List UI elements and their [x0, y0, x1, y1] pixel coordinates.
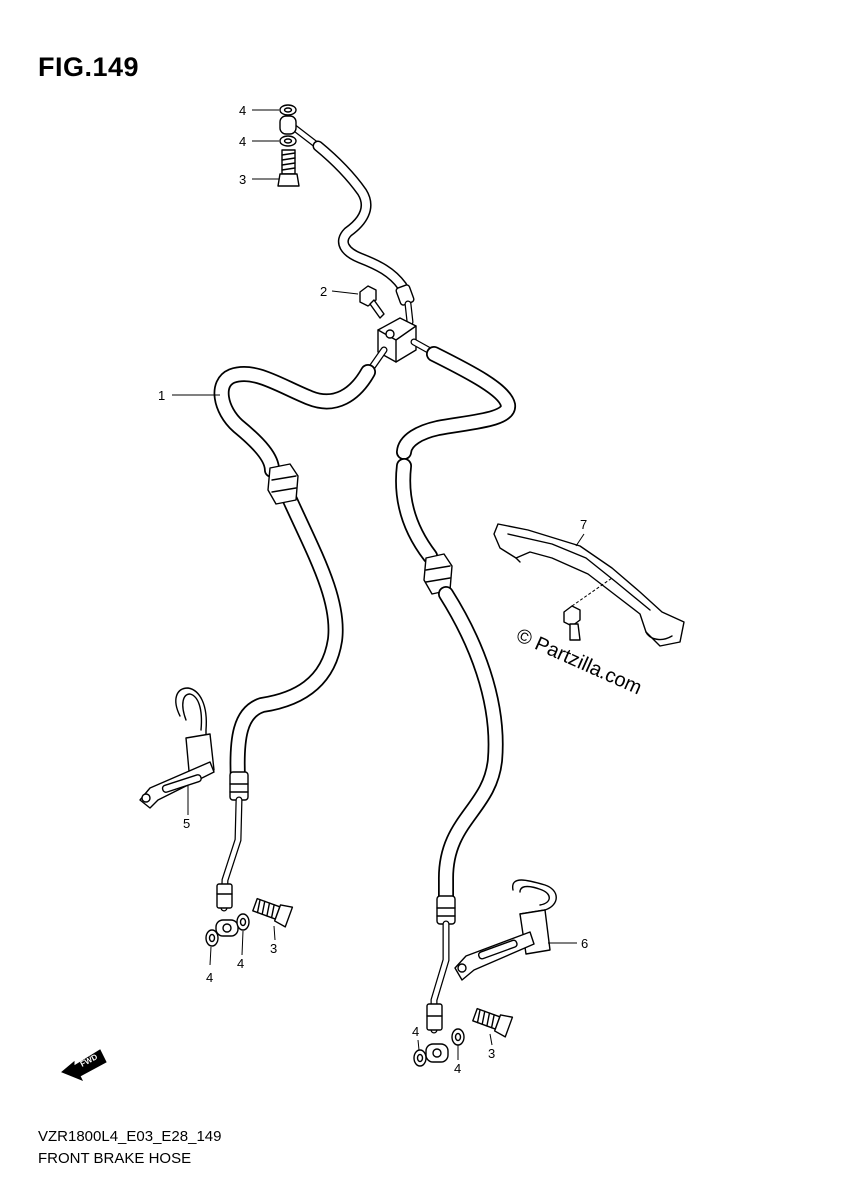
callout-4: 4	[239, 103, 246, 118]
union-bolt-icon	[472, 1007, 514, 1038]
callout-2: 2	[320, 284, 327, 299]
callout-5: 5	[183, 816, 190, 831]
union-bolt-icon	[277, 149, 300, 187]
washer-icon	[236, 913, 250, 931]
union-bolts	[252, 149, 514, 1038]
joint-bolt-icon	[359, 285, 385, 319]
washer-icon	[279, 135, 297, 147]
callout-3: 3	[270, 941, 277, 956]
figure-title: FIG.149	[38, 52, 140, 82]
banjo-fitting-icon	[279, 115, 297, 135]
callout-labels: 4 4 3 2 1 5 4 4 3 6 7 4 4 3	[158, 103, 588, 1076]
left-brake-hose	[213, 346, 388, 937]
forward-arrow-icon	[61, 1049, 107, 1081]
joint-block	[377, 317, 417, 363]
callout-7: 7	[580, 517, 587, 532]
model-code: VZR1800L4_E03_E28_149	[38, 1128, 222, 1145]
callout-4: 4	[206, 970, 213, 985]
callout-4: 4	[237, 956, 244, 971]
washer-icon	[205, 929, 219, 947]
washers	[205, 104, 465, 1067]
right-hose-clamp	[454, 879, 557, 981]
upper-brake-hose	[279, 115, 415, 326]
callout-4: 4	[454, 1061, 461, 1076]
callout-3: 3	[488, 1046, 495, 1061]
right-brake-hose	[395, 338, 516, 1063]
callout-4: 4	[239, 134, 246, 149]
union-bolt-icon	[252, 897, 294, 928]
bracket-bolt-icon	[563, 605, 581, 627]
fwd-direction-marker: FWD	[61, 1049, 107, 1081]
figure-caption: FRONT BRAKE HOSE	[38, 1150, 192, 1167]
callout-6: 6	[581, 936, 588, 951]
callout-4: 4	[412, 1024, 419, 1039]
callout-3: 3	[239, 172, 246, 187]
leader-lines	[172, 109, 613, 1060]
washer-icon	[413, 1049, 427, 1067]
washer-icon	[451, 1028, 465, 1046]
callout-1: 1	[158, 388, 165, 403]
left-hose-clamp	[139, 687, 215, 809]
washer-icon	[279, 104, 297, 116]
hose-bracket	[493, 523, 685, 647]
